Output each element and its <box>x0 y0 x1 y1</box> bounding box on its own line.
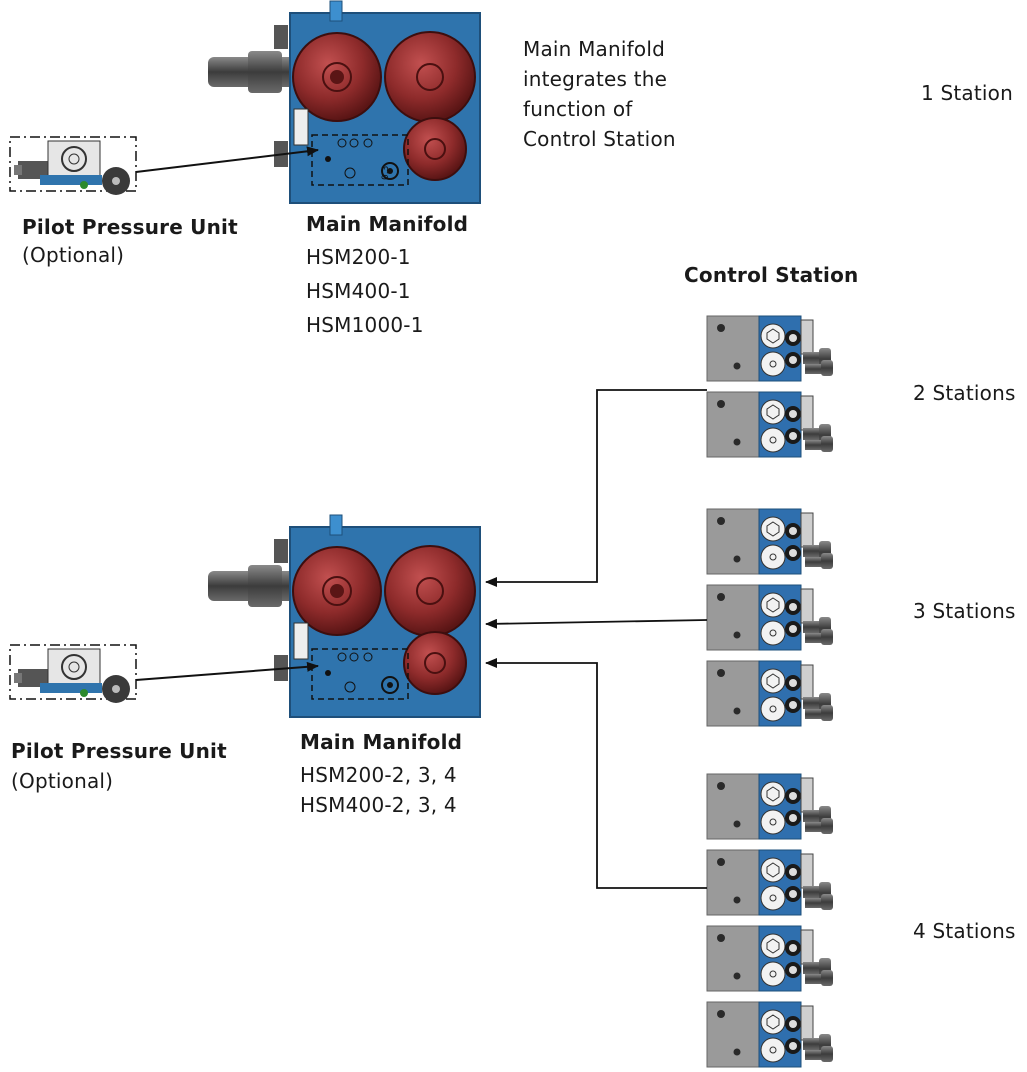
station-stack-4 <box>706 773 834 1068</box>
manifold-models-bottom: HSM200-2, 3, 4 HSM400-2, 3, 4 <box>300 760 457 820</box>
manifold-model: HSM400-2, 3, 4 <box>300 793 457 817</box>
pilot-unit-note-bottom: (Optional) <box>11 769 114 793</box>
port-label-top: 0.3 <box>381 166 391 180</box>
station-label-2: 2 Stations <box>913 381 1016 405</box>
station-stack-2 <box>706 315 834 458</box>
manifold-model: HSM400-1 <box>306 279 411 303</box>
manifold-models-top: HSM200-1 HSM400-1 HSM1000-1 <box>306 240 424 342</box>
station-label-3: 3 Stations <box>913 599 1016 623</box>
integration-note: Main Manifold integrates the function of… <box>523 34 676 154</box>
station-label-1: 1 Station <box>921 81 1013 105</box>
main-manifold-top <box>207 0 481 204</box>
integration-note-line: Main Manifold <box>523 37 665 61</box>
connector-2-stations <box>485 389 707 587</box>
main-manifold-bottom <box>207 514 481 718</box>
manifold-title-bottom: Main Manifold <box>300 730 463 754</box>
pilot-unit-title-bottom: Pilot Pressure Unit <box>11 739 227 763</box>
manifold-model: HSM1000-1 <box>306 313 424 337</box>
station-stack-3 <box>706 508 834 727</box>
pilot-unit-bottom <box>9 644 137 704</box>
pilot-unit-title-top: Pilot Pressure Unit <box>22 215 238 239</box>
integration-note-line: integrates the <box>523 67 668 91</box>
manifold-model: HSM200-1 <box>306 245 411 269</box>
manifold-model: HSM200-2, 3, 4 <box>300 763 457 787</box>
connector-3-stations <box>485 618 708 629</box>
control-station-title: Control Station <box>684 263 859 287</box>
pilot-unit-top <box>9 136 137 196</box>
pilot-connection-top <box>135 146 319 173</box>
integration-note-line: function of <box>523 97 633 121</box>
manifold-title-top: Main Manifold <box>306 212 469 236</box>
integration-note-line: Control Station <box>523 127 676 151</box>
station-label-4: 4 Stations <box>913 919 1016 943</box>
connector-4-stations <box>485 658 707 889</box>
pilot-connection-bottom <box>135 661 319 681</box>
pilot-unit-note-top: (Optional) <box>22 243 125 267</box>
